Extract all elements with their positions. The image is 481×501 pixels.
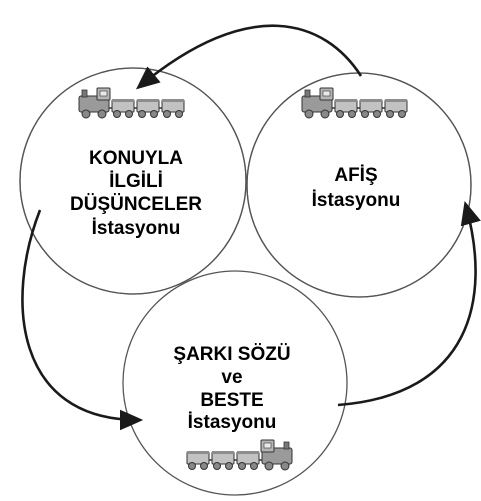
arrow-icon — [135, 24, 363, 90]
station-label-bottom: ŞARKI SÖZÜ ve BESTE İstasyonu — [150, 344, 314, 435]
station-right-line-1: AFİŞ — [334, 165, 378, 186]
arrow-icon — [337, 200, 481, 407]
station-circle-bottom — [122, 270, 348, 496]
station-label-left: KONUYLA İLGİLİ DÜŞÜNCELER İstasyonu — [56, 147, 216, 240]
station-right-line-2: İstasyonu — [311, 190, 401, 212]
arrow-icon — [21, 209, 144, 431]
station-bottom-line-4: İstasyonu — [187, 412, 277, 434]
station-left-line-4: İstasyonu — [91, 217, 181, 239]
station-left-line-1: KONUYLA — [89, 148, 183, 169]
station-bottom-line-1: ŞARKI SÖZÜ — [173, 344, 291, 365]
station-bottom-line-2: ve — [221, 366, 243, 388]
station-left-line-2: İLGİLİ — [109, 171, 163, 193]
station-label-right: AFİŞ İstasyonu — [276, 163, 436, 214]
station-left-line-3: DÜŞÜNCELER — [70, 194, 202, 216]
station-bottom-line-3: BESTE — [200, 389, 264, 411]
